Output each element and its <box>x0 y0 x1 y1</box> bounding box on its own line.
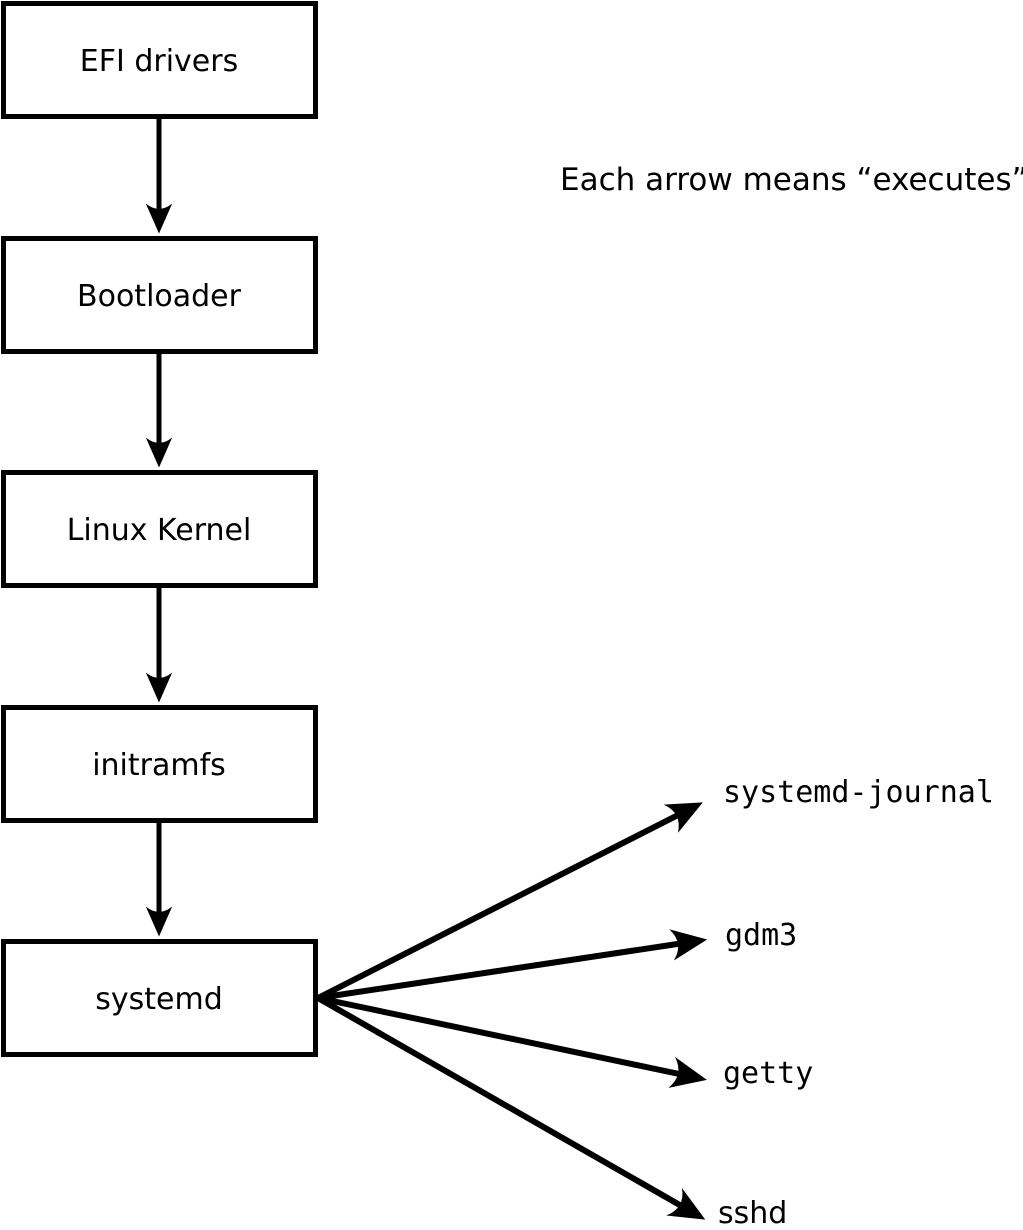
arrow-systemd-to-journal-icon <box>316 802 703 1001</box>
box-linux-kernel-rect <box>1 470 318 588</box>
arrow-systemd-to-gdm3-icon <box>317 929 708 1001</box>
box-initramfs-label: initramfs <box>92 748 226 783</box>
arrow-systemd-to-sshd-icon <box>316 995 706 1220</box>
process-label-systemd-journal: systemd-journal <box>723 775 994 810</box>
process-label-sshd: sshd <box>718 1196 787 1230</box>
box-efi-drivers-label: EFI drivers <box>80 44 238 79</box>
box-efi-drivers: EFI drivers <box>1 1 318 119</box>
box-systemd-label: systemd <box>95 982 223 1017</box>
caption-arrow-meaning: Each arrow means “executes”. <box>560 162 1023 198</box>
process-label-getty: getty <box>723 1056 813 1091</box>
arrow-systemd-to-getty-icon <box>317 995 707 1088</box>
box-initramfs: initramfs <box>1 705 318 823</box>
box-systemd: systemd <box>1 939 318 1057</box>
box-linux-kernel: Linux Kernel <box>1 470 318 588</box>
box-bootloader-label: Bootloader <box>77 279 242 314</box>
box-initramfs-rect <box>1 705 318 823</box>
process-label-gdm3: gdm3 <box>725 918 797 953</box>
box-systemd-rect <box>1 939 318 1057</box>
box-bootloader-rect <box>1 236 318 354</box>
box-linux-kernel-label: Linux Kernel <box>67 513 252 548</box>
box-bootloader: Bootloader <box>1 236 318 354</box>
box-efi-drivers-rect <box>1 1 318 119</box>
